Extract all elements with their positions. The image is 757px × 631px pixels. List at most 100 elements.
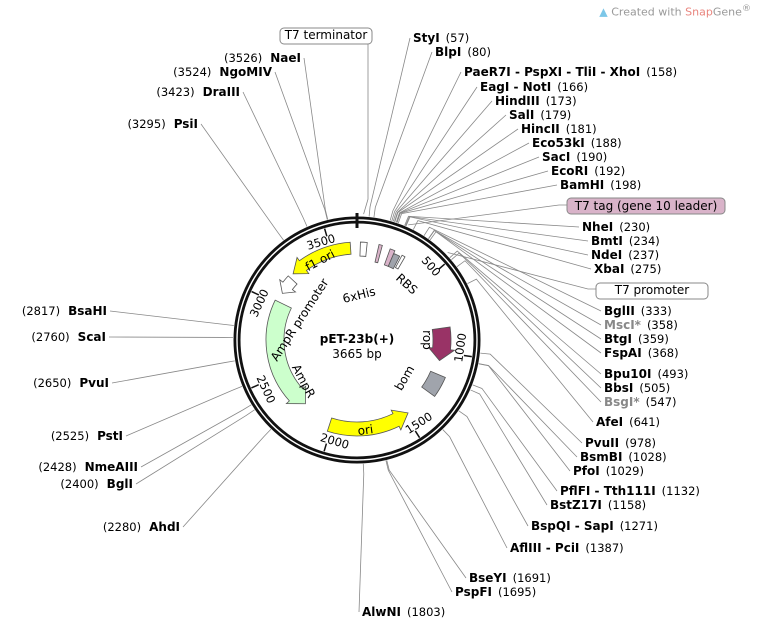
- enzyme-name: SalI: [509, 108, 534, 122]
- enzyme-position: (80): [467, 45, 491, 59]
- boxed-label-bg: [279, 27, 373, 45]
- enzyme-line: [478, 363, 578, 458]
- enzyme-position: (181): [566, 122, 597, 136]
- enzyme-name: EcoRI: [551, 164, 588, 178]
- enzyme-label-fspai: FspAI(368): [604, 346, 679, 360]
- boxed-label-2: T7 promoter: [614, 283, 690, 297]
- enzyme-label-hindiii: HindIII(173): [495, 94, 577, 108]
- enzyme-line: [373, 51, 433, 218]
- enzyme-line: [456, 260, 602, 403]
- enzyme-line: [480, 352, 583, 444]
- enzyme-label-bsahi: (2817)BsaHI: [22, 304, 107, 318]
- enzyme-label-draiii: (3423) DraIII: [156, 85, 240, 99]
- enzyme-line: [470, 389, 548, 506]
- enzyme-name: Bpu10I: [604, 367, 651, 381]
- enzyme-label-bsmbi: BsmBI(1028): [580, 450, 667, 464]
- enzyme-line: [391, 86, 478, 222]
- enzyme-name: PspFI: [455, 585, 492, 599]
- enzyme-name: AflIII - PciI: [510, 541, 579, 555]
- enzyme-line: [405, 216, 589, 256]
- enzyme-label-pvuii: PvuII(978): [585, 436, 656, 450]
- enzyme-line: [386, 460, 467, 579]
- enzyme-position: (3423): [156, 85, 194, 99]
- enzyme-name: FspAI: [604, 346, 642, 360]
- enzyme-position: (359): [638, 332, 669, 346]
- rbs-box: [387, 252, 401, 270]
- enzyme-label-ngomiv: (3524)NgoMIV: [173, 65, 273, 79]
- enzyme-line: [394, 128, 519, 223]
- enzyme-line: [385, 460, 453, 593]
- tick-mark: [323, 443, 328, 452]
- enzyme-name: BamHI: [560, 178, 604, 192]
- enzyme-position: (190): [576, 150, 607, 164]
- his-tag-box: [374, 244, 383, 264]
- enzyme-position: (978): [625, 436, 656, 450]
- enzyme-position: (1132): [662, 484, 700, 498]
- enzyme-label-pspfi: PspFI (1695): [455, 585, 536, 599]
- enzyme-label-bmti: BmtI(234): [591, 234, 660, 248]
- enzyme-position: (158): [646, 65, 677, 79]
- tick-label-1000: 1000: [451, 332, 469, 363]
- enzyme-name: XbaI: [594, 262, 624, 276]
- enzyme-name: AfeI: [596, 415, 623, 429]
- boxed-label-bg: [595, 282, 709, 300]
- enzyme-name: NaeI: [270, 51, 301, 65]
- enzyme-position: (2400): [60, 477, 98, 491]
- enzyme-label-nhei: NheI(230): [582, 220, 650, 234]
- enzyme-name: HincII: [521, 122, 560, 136]
- enzyme-position: (641): [629, 415, 660, 429]
- enzyme-label-nmeaiii: (2428)NmeAIII: [38, 460, 138, 474]
- lac-operator-box: [394, 254, 406, 270]
- enzyme-label-btgi: BtgI(359): [604, 332, 669, 346]
- enzyme-label-bsgi-: BsgI*(547): [604, 395, 677, 409]
- ori-arrow: [326, 409, 409, 437]
- feature-label-ori: ori: [357, 422, 374, 438]
- enzyme-label-bspqi-sapi: BspQI - SapI(1271): [531, 519, 658, 533]
- enzyme-label-xbai: XbaI(275): [594, 262, 661, 276]
- enzyme-name: DraIII: [203, 85, 240, 99]
- enzyme-name: NheI: [582, 220, 613, 234]
- enzyme-position: (1029): [606, 464, 644, 478]
- enzyme-position: (505): [639, 381, 670, 395]
- enzyme-position: (1028): [628, 450, 666, 464]
- feature-label-rbs: RBS: [393, 271, 420, 297]
- enzyme-position: (179): [540, 108, 571, 122]
- enzyme-name: EagI - NotI: [480, 80, 551, 94]
- enzyme-position: (3526): [224, 51, 262, 65]
- enzyme-position: (358): [647, 318, 678, 332]
- enzyme-name: PvuI: [79, 376, 109, 390]
- enzyme-line: [303, 57, 329, 220]
- enzyme-lines: [108, 37, 602, 613]
- enzyme-line: [396, 170, 549, 223]
- enzyme-line: [451, 252, 602, 389]
- enzyme-name: PsiI: [174, 117, 198, 131]
- enzyme-label-msci-: MscI*(358): [604, 318, 678, 332]
- enzyme-position: (237): [628, 248, 659, 262]
- enzyme-label-paer7i-pspxi-tlii-xhoi: PaeR7I - PspXI - TliI - XhoI(158): [464, 65, 677, 79]
- enzyme-name: AhdI: [149, 520, 180, 534]
- enzyme-name: BspQI - SapI: [531, 519, 614, 533]
- enzyme-position: (1695): [498, 585, 536, 599]
- enzyme-position: (188): [591, 136, 622, 150]
- enzyme-line: [392, 100, 493, 222]
- enzyme-label-pvui: (2650)PvuI: [33, 376, 109, 390]
- enzyme-name: NmeAIII: [85, 460, 138, 474]
- enzyme-line: [111, 360, 235, 384]
- enzyme-name: BsgI*: [604, 395, 640, 409]
- enzyme-line: [478, 363, 571, 472]
- enzyme-label-scai: (2760)ScaI: [31, 330, 106, 344]
- enzyme-label-saci: SacI(190): [542, 150, 607, 164]
- bom-box: [421, 370, 446, 397]
- enzyme-label-pflfi-tth111i: PflFI - Tth111I(1132): [560, 484, 700, 498]
- enzyme-line: [428, 229, 602, 326]
- enzyme-position: (234): [629, 234, 660, 248]
- enzyme-position: (173): [546, 94, 577, 108]
- boxed-label-line: [447, 252, 596, 290]
- enzyme-line: [200, 123, 284, 241]
- enzyme-name: AlwNI: [362, 605, 401, 619]
- enzyme-position: (166): [557, 80, 588, 94]
- enzyme-label-bseyi: BseYI(1691): [469, 571, 551, 585]
- tick-mark: [438, 263, 446, 270]
